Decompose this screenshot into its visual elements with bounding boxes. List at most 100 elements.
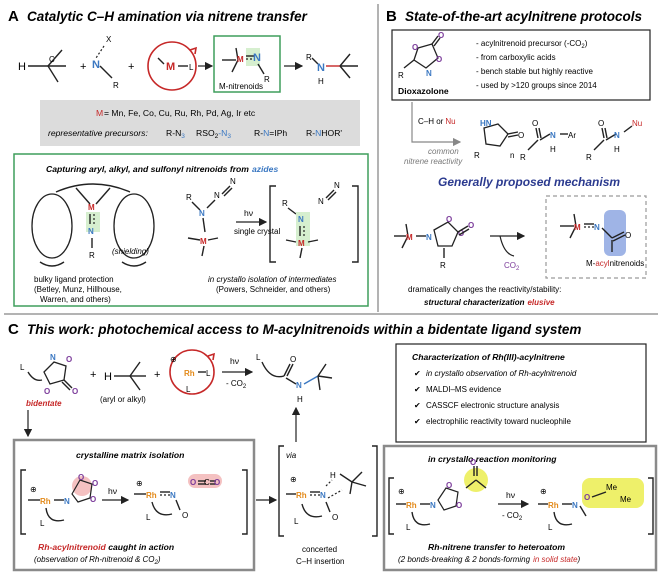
svg-text:(Betley, Munz, Hillhouse,: (Betley, Munz, Hillhouse, [34, 285, 122, 294]
svg-text:R-NHOR': R-NHOR' [306, 128, 342, 138]
isolated-intermediate: R N M N N [269, 181, 359, 263]
svg-text:HN: HN [480, 119, 492, 128]
rh-dioxazolone-complex: ⊕ Rh N O O O L [28, 473, 98, 528]
svg-text:L: L [256, 353, 261, 362]
svg-text:O: O [456, 501, 462, 510]
svg-text:- used by >120 groups since 20: - used by >120 groups since 2014 [476, 81, 597, 90]
svg-text:✔: ✔ [414, 417, 421, 426]
svg-text:single crystal: single crystal [234, 227, 280, 236]
svg-text:hν: hν [506, 490, 515, 500]
svg-text:L: L [40, 519, 45, 528]
svg-text:representative precursors:: representative precursors: [48, 128, 148, 138]
svg-text:hν: hν [244, 208, 253, 218]
svg-text:- acylnitrenoid precursor (-CO: - acylnitrenoid precursor (-CO2) [476, 39, 588, 50]
svg-text:CO2: CO2 [504, 261, 520, 272]
svg-text:O: O [468, 221, 474, 230]
panel-b-title: State-of-the-art acylnitrene protocols [405, 9, 643, 24]
svg-text:Rh: Rh [296, 491, 307, 500]
svg-text:N: N [92, 59, 100, 71]
svg-text:O: O [78, 473, 84, 482]
svg-text:N: N [594, 223, 600, 232]
transition-state: via ⊕ Rh N H O L concerted C–H insertion [278, 445, 378, 566]
svg-text:(aryl or alkyl): (aryl or alkyl) [100, 395, 146, 404]
svg-text:hν: hν [230, 356, 239, 366]
svg-text:R: R [474, 151, 480, 160]
svg-text:N: N [298, 215, 304, 224]
svg-text:nitrene reactivity: nitrene reactivity [404, 157, 463, 166]
svg-text:in crystallo observation of Rh: in crystallo observation of Rh-acylnitre… [426, 369, 577, 378]
svg-text:H: H [318, 77, 324, 86]
acetone-highlight: O [464, 458, 488, 492]
svg-text:Rh-acylnitrenoid caught in act: Rh-acylnitrenoid caught in action [38, 542, 174, 552]
svg-text:dramatically changes the react: dramatically changes the reactivity/stab… [408, 285, 561, 294]
svg-text:- CO2: - CO2 [226, 379, 247, 390]
svg-text:bulky ligand protection: bulky ligand protection [34, 275, 114, 284]
svg-text:O: O [332, 513, 338, 522]
svg-text:M: M [574, 223, 581, 232]
rh-product-monitoring: ⊕ Rh N O Me Me L [538, 478, 644, 532]
svg-text:M-acylnitrenoids: M-acylnitrenoids [586, 259, 644, 268]
svg-text:O: O [72, 387, 78, 396]
svg-text:X: X [106, 35, 112, 44]
svg-text:O: O [182, 511, 188, 520]
substrate-alkane-c: H (aryl or alkyl) [100, 361, 146, 404]
svg-text:L: L [186, 385, 191, 394]
svg-text:- from carboxylic acids: - from carboxylic acids [476, 53, 556, 62]
svg-text:Me: Me [606, 483, 618, 492]
svg-text:H: H [550, 145, 556, 154]
svg-text:N: N [214, 191, 220, 200]
svg-text:(shielding): (shielding) [112, 247, 149, 256]
svg-text:N: N [64, 497, 70, 506]
svg-text:MALDI–MS evidence: MALDI–MS evidence [426, 385, 502, 394]
svg-text:M: M [298, 239, 305, 248]
panel-c-label: C [8, 321, 19, 338]
panel-b-label: B [386, 8, 397, 25]
svg-text:L: L [548, 523, 553, 532]
svg-text:L: L [294, 517, 299, 526]
svg-text:in crystallo reaction monitori: in crystallo reaction monitoring [428, 454, 557, 464]
svg-text:C: C [49, 55, 55, 64]
panel-c: C This work: photochemical access to M-a… [8, 321, 658, 572]
catalytic-cycle: M L [147, 41, 198, 91]
svg-text:n: n [510, 151, 514, 160]
svg-text:R-N3: R-N3 [166, 128, 185, 140]
svg-text:M-nitrenoids: M-nitrenoids [219, 82, 263, 91]
svg-text:L: L [146, 513, 151, 522]
svg-text:L: L [206, 369, 211, 378]
svg-text:+: + [90, 369, 96, 381]
svg-text:N: N [318, 197, 324, 206]
svg-text:O: O [446, 481, 452, 490]
svg-text:M: M [237, 55, 244, 64]
svg-text:(Powers, Schneider, and others: (Powers, Schneider, and others) [216, 285, 331, 294]
nitrene-precursor: X N R [92, 35, 119, 90]
svg-text:O: O [436, 55, 442, 64]
svg-text:N: N [426, 233, 432, 242]
svg-text:H: H [18, 61, 26, 73]
svg-text:Warren, and others): Warren, and others) [40, 295, 111, 304]
svg-text:Rh: Rh [146, 491, 157, 500]
panel-a-title: Catalytic C–H amination via nitrene tran… [27, 9, 308, 24]
svg-text:⊕: ⊕ [290, 475, 297, 484]
svg-text:Characterization of Rh(III)-ac: Characterization of Rh(III)-acylnitrene [412, 352, 565, 362]
svg-text:✔: ✔ [414, 369, 421, 378]
rh-reactant-monitoring: ⊕ Rh N O O L [396, 481, 462, 532]
svg-text:in crystallo isolation of inte: in crystallo isolation of intermediates [208, 275, 337, 284]
svg-text:Ar: Ar [568, 131, 576, 140]
svg-text:O: O [90, 495, 96, 504]
rh-catalytic-cycle: ⊕ Rh L L [169, 349, 216, 395]
svg-text:R: R [264, 75, 270, 84]
mechanism-title: Generally proposed mechanism [438, 175, 620, 189]
panel-b: B State-of-the-art acylnitrene protocols… [386, 8, 651, 307]
rh-acylnitrenoid-caught: ⊕ Rh N O L O C O [134, 474, 222, 522]
dioxazolone-box: O O O N R Dioxazolone - acylnitrenoid pr… [391, 29, 651, 101]
check-list: ✔ in crystallo observation of Rh-acylnit… [414, 369, 577, 426]
svg-text:M: M [96, 108, 103, 118]
svg-text:M: M [166, 61, 175, 73]
svg-text:H: H [297, 395, 303, 404]
svg-text:L: L [20, 363, 25, 372]
svg-text:crystalline matrix isolation: crystalline matrix isolation [76, 450, 184, 460]
svg-text:N: N [170, 491, 176, 500]
svg-text:O: O [532, 119, 538, 128]
mechanism-reactant: M N O O O R [394, 215, 474, 270]
svg-text:O: O [446, 215, 452, 224]
